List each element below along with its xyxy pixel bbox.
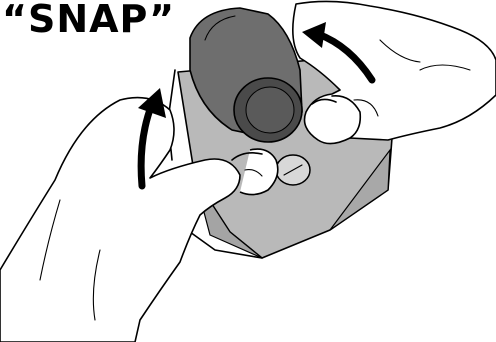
coin-icon <box>276 155 310 185</box>
right-hand <box>293 1 496 143</box>
